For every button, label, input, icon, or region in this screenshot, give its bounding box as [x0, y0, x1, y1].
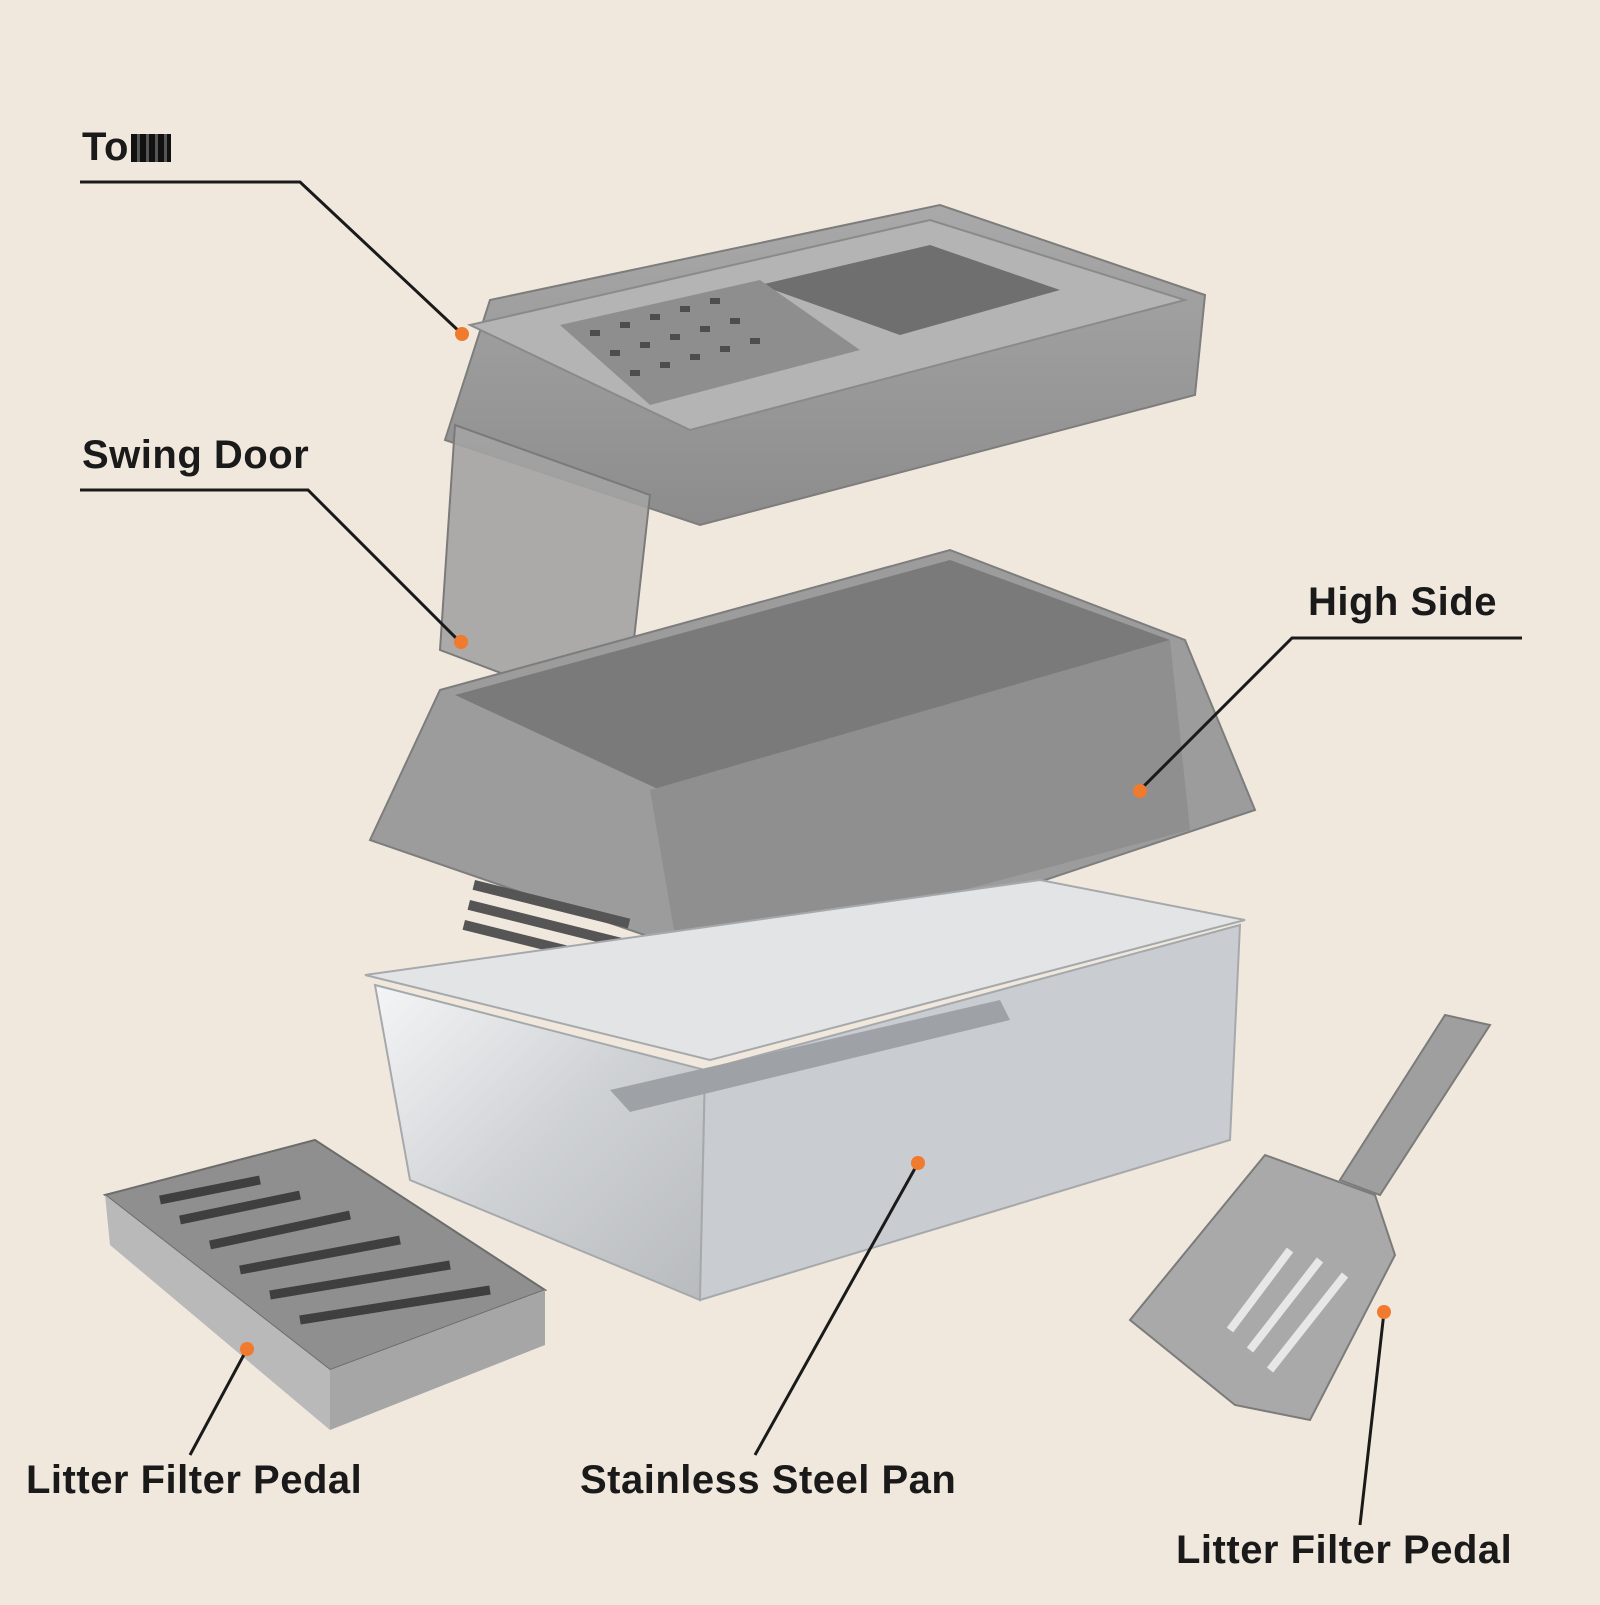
litter-filter-pedal-left	[102, 1138, 548, 1430]
label-top: To	[82, 125, 171, 170]
leader-scoop	[1358, 1311, 1386, 1526]
leader-high-side	[1138, 636, 1522, 792]
marker-top	[455, 327, 469, 341]
marker-scoop	[1377, 1305, 1391, 1319]
high-side-frame	[368, 548, 1257, 977]
marker-swing-door	[454, 635, 468, 649]
redacted-mark	[130, 134, 171, 162]
marker-pan	[911, 1156, 925, 1170]
label-top-text: To	[82, 125, 129, 169]
leader-filter-left	[188, 1348, 249, 1456]
label-stainless-steel-pan: Stainless Steel Pan	[580, 1458, 957, 1502]
markers	[240, 327, 1391, 1356]
litter-scoop	[1128, 1013, 1492, 1422]
leader-swing-door	[80, 488, 462, 644]
label-litter-filter-pedal-left: Litter Filter Pedal	[26, 1458, 363, 1502]
leader-lines	[80, 180, 1522, 1526]
marker-high-side	[1133, 784, 1147, 798]
label-high-side: High Side	[1308, 580, 1497, 624]
leader-top	[80, 180, 464, 336]
label-litter-filter-pedal-right: Litter Filter Pedal	[1176, 1528, 1513, 1572]
marker-filter-left	[240, 1342, 254, 1356]
label-swing-door: Swing Door	[82, 433, 310, 477]
leader-pan	[753, 1162, 920, 1456]
stainless-steel-pan	[364, 878, 1246, 1302]
top-cover	[443, 203, 1207, 527]
